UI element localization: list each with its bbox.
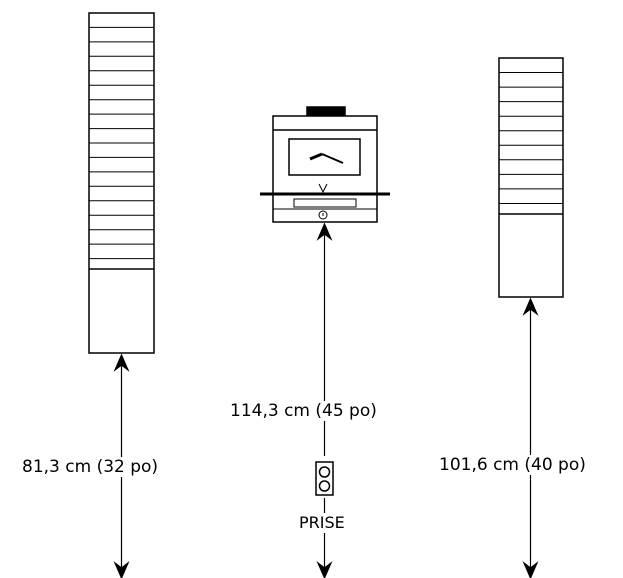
right-rack-height-label: 101,6 cm (40 po) [439, 455, 586, 475]
left-rack-height-label: 81,3 cm (32 po) [22, 457, 159, 477]
arrow-down-icon [316, 561, 333, 578]
arrow-up-icon [522, 297, 539, 316]
time-clock-height-label: 114,3 cm (45 po) [230, 401, 377, 421]
right-rack-slots [499, 72, 563, 204]
outlet-icon [315, 461, 334, 496]
arrow-down-icon [113, 561, 130, 578]
clock-face-icon [309, 152, 344, 164]
left-rack-slots [89, 26, 154, 260]
right-card-rack [498, 57, 564, 298]
arrow-up-icon [316, 222, 333, 241]
arrow-up-icon [113, 353, 130, 372]
arrow-down-icon [522, 561, 539, 578]
time-clock [260, 106, 390, 223]
outlet-label: PRISE [299, 513, 345, 533]
left-card-rack [88, 12, 155, 354]
